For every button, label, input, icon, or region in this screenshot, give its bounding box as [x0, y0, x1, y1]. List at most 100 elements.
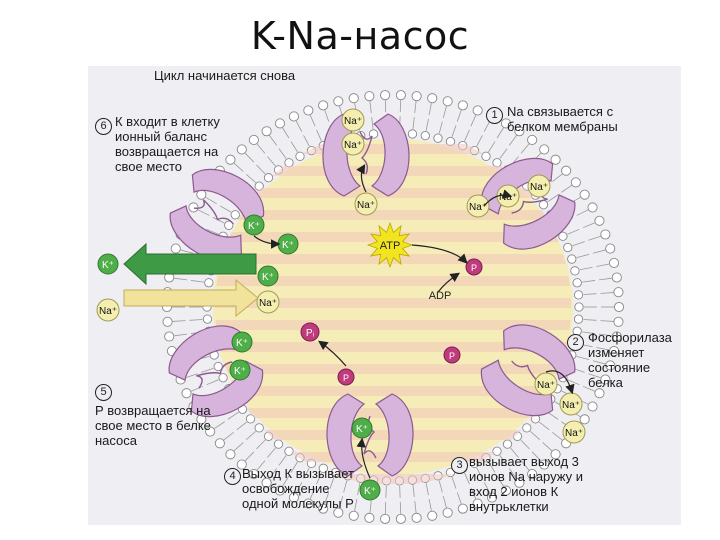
lipid-head [204, 278, 214, 288]
lipid-head [288, 492, 299, 503]
ion-circle [465, 258, 483, 276]
lipid-tail [520, 439, 530, 450]
lipid-tail [464, 129, 470, 142]
lipid-tail [245, 174, 256, 183]
lipid-tail [278, 455, 287, 466]
ion-label: Na⁺ [259, 298, 277, 309]
lipid-head [333, 507, 344, 518]
lipid-tail [190, 280, 204, 283]
ion-label: Na⁺ [357, 200, 375, 211]
lipid-tail [442, 496, 447, 508]
lipid-head [613, 301, 625, 313]
lipid-head [218, 373, 228, 383]
lipid-tail [174, 333, 188, 337]
lipid-head [427, 93, 438, 104]
lipid-tail [476, 467, 483, 479]
lipid-tail [496, 475, 504, 487]
lipid-head [261, 477, 272, 488]
ion-circle [354, 192, 378, 216]
lipid-tail [343, 480, 348, 493]
lipid-head [364, 512, 375, 523]
ion-circle [527, 174, 551, 198]
lipid-head [609, 346, 620, 357]
lipid-tail [303, 135, 310, 147]
step-2-number: 2 [567, 334, 584, 351]
lipid-head [348, 510, 359, 521]
ion-label: Na⁺ [565, 428, 583, 439]
lipid-head [539, 144, 550, 155]
atp-molecule: ATP [366, 221, 414, 269]
atp-label: ATP [380, 240, 401, 252]
lipid-head [188, 202, 199, 213]
lipid-tail [236, 421, 247, 431]
page-title: K-Na-насос [250, 14, 470, 58]
lipid-tail [531, 451, 542, 462]
lipid-tail [309, 487, 316, 500]
lipid-head [196, 189, 207, 200]
lipid-head [380, 513, 391, 524]
ion-label: Na⁺ [344, 140, 362, 151]
lipid-tail [582, 385, 596, 392]
lipid-head [558, 231, 568, 241]
lipid-head [273, 439, 284, 449]
lipid-tail [583, 319, 597, 321]
lipid-head [333, 96, 344, 107]
ion-label: K⁺ [282, 240, 294, 251]
lipid-tail [414, 500, 417, 513]
ion-label: K⁺ [248, 221, 260, 232]
ion-label: Na⁺ [530, 182, 548, 193]
sodium-ion: Na⁺ [354, 192, 378, 216]
lipid-tail [582, 331, 596, 334]
potassium-ion: K⁺ [257, 265, 279, 287]
protein-subunit-right [370, 113, 410, 197]
sodium-ion: Na⁺ [96, 298, 120, 322]
protein-subunit-left [503, 324, 576, 380]
potassium-ion: K⁺ [359, 479, 381, 501]
lipid-head [230, 210, 240, 220]
lipid-tail [561, 184, 573, 193]
protein-subunit-right [503, 194, 576, 250]
ion-label: P [449, 351, 455, 361]
lipid-head [254, 423, 264, 433]
lipid-head [162, 316, 173, 327]
lipid-head [303, 498, 314, 509]
lipid-tail [412, 484, 415, 497]
phosphate-return-arrow [318, 340, 347, 367]
lipid-head [248, 469, 259, 480]
lipid-tail [219, 205, 232, 213]
lipid-head [502, 439, 513, 449]
lipid-head [248, 134, 259, 145]
step-5-text: Р возвращается на свое место в белке нас… [95, 403, 211, 448]
sodium-ion: Na⁺ [562, 420, 586, 444]
lipid-tail [428, 103, 432, 116]
lipid-head [245, 414, 256, 424]
lipid-head [442, 96, 453, 107]
lipid-tail [316, 472, 322, 485]
lipid-tail [520, 460, 530, 471]
lipid-head [570, 266, 580, 276]
ion-label: K⁺ [356, 424, 368, 435]
lipid-tail [267, 447, 276, 458]
lipid-tail [600, 292, 614, 294]
lipid-head [224, 220, 234, 230]
lipid-head [442, 507, 453, 518]
lipid-head [427, 510, 438, 521]
step-6-number: 6 [95, 118, 112, 135]
atp-burst [366, 221, 414, 269]
lipid-tail [567, 228, 580, 235]
lipid-head [550, 449, 561, 460]
stripe [215, 210, 571, 220]
sodium-ion: Na⁺ [256, 290, 280, 314]
pump-protein-bottom [326, 393, 414, 477]
lipid-head [205, 426, 216, 437]
ion-label: K⁺ [262, 272, 274, 283]
potassium-influx-arrow [123, 242, 257, 286]
potassium-ion: K⁺ [277, 233, 299, 255]
lipid-tail [233, 442, 244, 452]
lipid-head [395, 90, 406, 101]
lipid-tail [583, 293, 597, 295]
ion-circle [341, 132, 365, 156]
lipid-head [500, 118, 512, 129]
lipid-tail [488, 141, 496, 153]
lipid-head [594, 388, 605, 399]
